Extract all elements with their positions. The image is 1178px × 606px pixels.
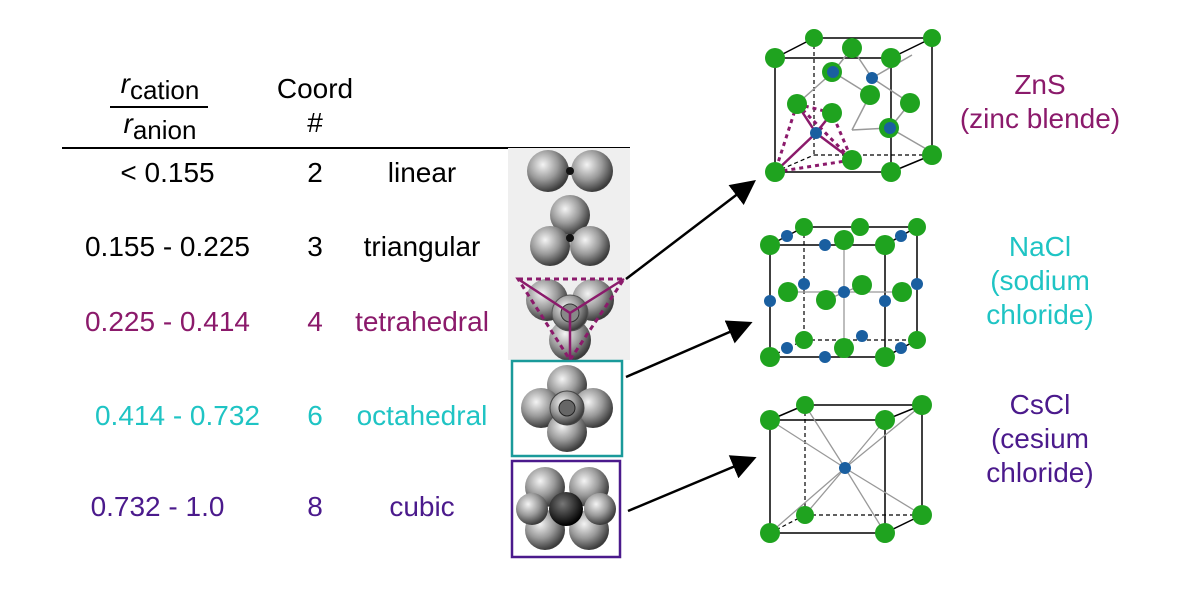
octahedral-spheres-illustration <box>521 365 613 452</box>
arrow-tetrahedral-to-zns <box>625 179 756 280</box>
row-geometry: cubic <box>389 491 455 522</box>
linear-spheres-illustration <box>527 150 613 192</box>
cubic-frame <box>510 459 622 559</box>
compound-name: NaCl <box>1008 231 1072 262</box>
zns-unit-cell <box>765 29 942 182</box>
compound-desc: (cesium <box>990 423 1089 454</box>
fraction-bar <box>110 106 208 108</box>
ratio-numerator: rcation <box>95 68 225 105</box>
denominator-sub: anion <box>132 115 197 145</box>
header-rule <box>62 147 630 149</box>
cubic-spheres-illustration <box>516 467 616 550</box>
tetrahedral-spheres-illustration <box>515 277 627 363</box>
row-coord: 3 <box>307 231 323 262</box>
row-ratio: 0.225 - 0.414 <box>84 306 251 337</box>
ratio-denominator: ranion <box>95 108 225 145</box>
row-coord: 4 <box>307 306 323 337</box>
row-ratio: 0.155 - 0.225 <box>84 231 251 262</box>
compound-desc: (sodium <box>990 265 1090 296</box>
octahedral-frame <box>510 359 624 458</box>
denominator-r: r <box>123 108 133 139</box>
triangular-spheres-illustration <box>530 195 610 266</box>
row-coord: 6 <box>307 400 323 431</box>
compound-desc-2: chloride) <box>986 457 1094 488</box>
arrow-octahedral-to-nacl <box>625 320 753 379</box>
row-ratio: 0.414 - 0.732 <box>94 400 261 431</box>
row-geometry: triangular <box>363 231 481 262</box>
compound-desc: (zinc blende) <box>959 103 1121 134</box>
compound-name: CsCl <box>1009 389 1071 420</box>
row-geometry: tetrahedral <box>355 306 489 337</box>
arrow-cubic-to-cscl <box>627 455 757 513</box>
row-ratio: < 0.155 <box>120 157 215 188</box>
coord-header-line2: # <box>307 107 323 138</box>
numerator-sub: cation <box>129 75 200 105</box>
cscl-unit-cell <box>760 395 932 543</box>
compound-name: ZnS <box>1014 69 1066 100</box>
row-geometry: linear <box>387 157 457 188</box>
numerator-r: r <box>120 68 130 99</box>
row-coord: 2 <box>307 157 323 188</box>
compound-label-cscl: CsCl (cesium chloride) <box>940 388 1140 490</box>
row-geometry: octahedral <box>356 400 488 431</box>
compound-label-zns: ZnS (zinc blende) <box>940 68 1140 136</box>
row-coord: 8 <box>307 491 323 522</box>
compound-label-nacl: NaCl (sodium chloride) <box>940 230 1140 332</box>
coord-header-line1: Coord <box>276 73 354 104</box>
coord-header: Coord # <box>255 73 375 139</box>
ratio-header: rcation <box>95 68 225 105</box>
row-ratio: 0.732 - 1.0 <box>90 491 225 522</box>
compound-desc-2: chloride) <box>986 299 1094 330</box>
nacl-unit-cell <box>760 218 926 367</box>
